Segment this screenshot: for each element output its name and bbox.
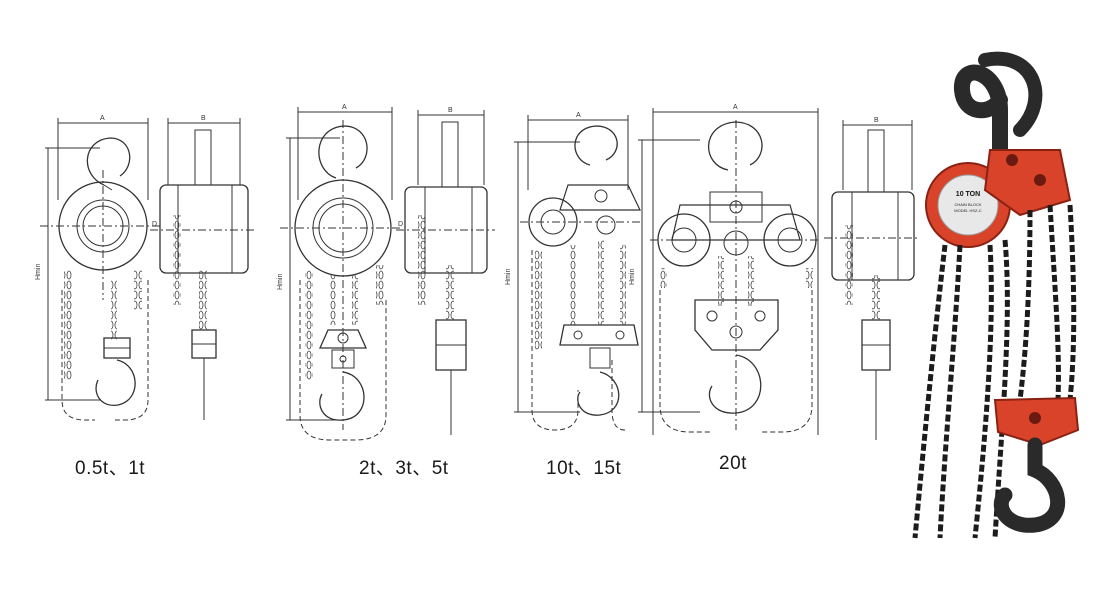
dim-label-d: D [152,221,157,228]
caption-0-5t-1t: 0.5t、1t [75,458,146,479]
product-label-line3: MODEL HSZ-C [954,208,982,213]
dim-label-hmin: Hmin [277,274,284,290]
product-rating-label: 10 TON [956,191,980,198]
dim-label-a: A [342,104,347,111]
product-label-line2: CHAIN BLOCK [954,202,981,207]
drawing-front-10t: A Hmin [505,112,641,431]
dim-label-b: B [201,115,206,122]
drawing-front-20t: A Hmin [629,104,820,435]
dim-label-hmin: Hmin [505,269,512,285]
drawing-side-0-5t: B D [150,115,255,420]
dim-label-b: B [448,107,453,114]
drawing-side-20t: B [824,117,920,440]
dim-label-a: A [733,104,738,111]
dim-label-hmin: Hmin [629,269,636,285]
dim-label-hmin: Hmin [35,264,42,280]
caption-2t-3t-5t: 2t、3t、5t [359,458,449,479]
drawing-front-0-5t: A Hmin [35,115,160,421]
drawing-side-2t: B D [396,107,495,435]
caption-20t: 20t [719,453,747,474]
caption-10t-15t: 10t、15t [546,458,622,479]
dim-label-a: A [576,112,581,119]
dim-label-d: D [398,221,403,228]
chain-block-photo-icon: 10 TON CHAIN BLOCK MODEL HSZ-C [912,51,1080,539]
dim-label-a: A [100,115,105,122]
drawing-front-2t: A Hmin [277,104,400,441]
dim-label-b: B [874,117,879,124]
